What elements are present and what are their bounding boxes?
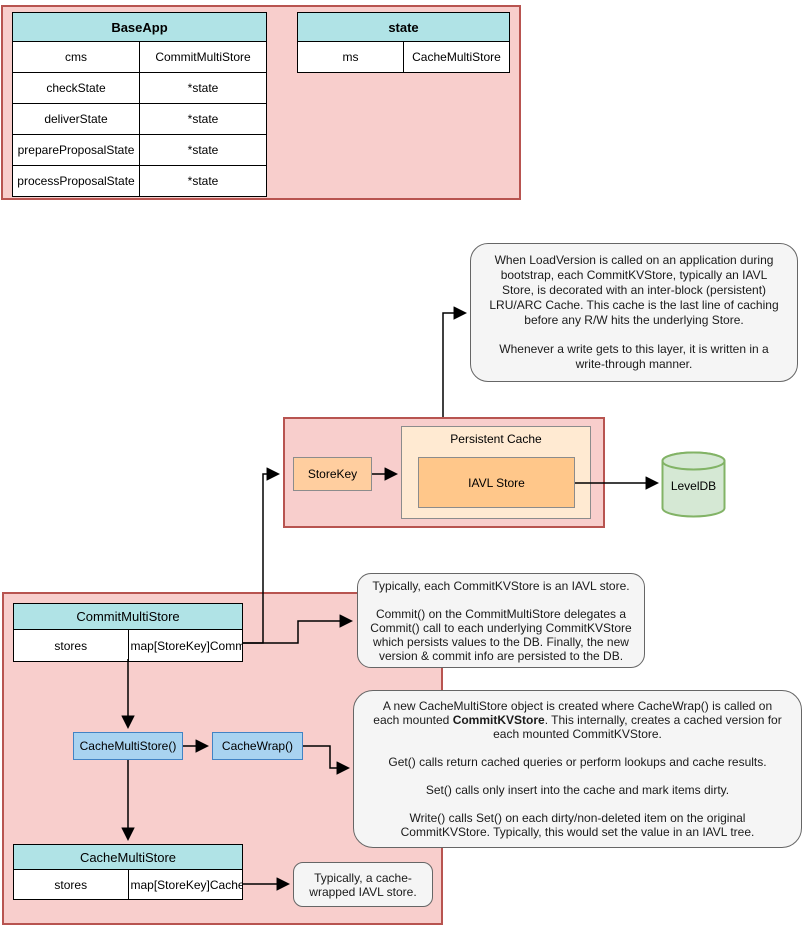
iavl-store-label: IAVL Store bbox=[468, 475, 525, 490]
field-name: stores bbox=[13, 629, 129, 662]
field-type: map[StoreKey]CacheWrap bbox=[127, 869, 243, 900]
storekey-node: StoreKey bbox=[293, 457, 372, 491]
storekey-label: StoreKey bbox=[307, 467, 358, 481]
table-row: deliverState *state bbox=[12, 103, 267, 135]
iavl-store-node: IAVL Store bbox=[418, 457, 575, 508]
callout-paragraph: A new CacheMultiStore object is created … bbox=[370, 699, 785, 741]
load-version-callout: When LoadVersion is called on an applica… bbox=[470, 243, 798, 382]
cachemultistore-fn-label: CacheMultiStore() bbox=[79, 739, 177, 753]
connector-cache-to-loadversion-callout bbox=[442, 306, 468, 417]
field-type: CommitMultiStore bbox=[139, 41, 267, 73]
baseapp-table: BaseApp cms CommitMultiStore checkState … bbox=[12, 12, 267, 197]
field-type: *state bbox=[139, 165, 267, 197]
cachewrap-fn-node: CacheWrap() bbox=[212, 732, 303, 760]
cachewrap-callout: A new CacheMultiStore object is created … bbox=[353, 690, 802, 848]
commitmultistore-table-title: CommitMultiStore bbox=[13, 603, 243, 630]
field-type: map[StoreKey]CommitKVStore bbox=[127, 629, 243, 662]
leveldb-node: LevelDB bbox=[661, 451, 726, 519]
callout-paragraph: Typically, each CommitKVStore is an IAVL… bbox=[372, 578, 630, 593]
field-name: stores bbox=[13, 869, 129, 900]
commitmultistore-table: CommitMultiStore stores map[StoreKey]Com… bbox=[13, 603, 243, 662]
callout-paragraph: Write() calls Set() on each dirty/non-de… bbox=[400, 811, 755, 839]
field-name: processProposalState bbox=[12, 165, 140, 197]
leveldb-label: LevelDB bbox=[670, 479, 717, 493]
table-row: ms CacheMultiStore bbox=[297, 41, 510, 73]
cachewrap-fn-label: CacheWrap() bbox=[221, 739, 294, 753]
field-name: deliverState bbox=[12, 103, 140, 135]
callout-paragraph: Commit() on the CommitMultiStore delegat… bbox=[370, 606, 632, 663]
callout-paragraph: When LoadVersion is called on an applica… bbox=[489, 253, 779, 327]
table-row: processProposalState *state bbox=[12, 165, 267, 197]
database-cylinder-icon bbox=[661, 451, 726, 518]
cachemultistore-table: CacheMultiStore stores map[StoreKey]Cach… bbox=[13, 844, 243, 900]
callout-paragraph: Whenever a write gets to this layer, it … bbox=[499, 342, 769, 371]
cachemultistore-table-title: CacheMultiStore bbox=[13, 844, 243, 870]
field-name: cms bbox=[12, 41, 140, 73]
table-row: cms CommitMultiStore bbox=[12, 41, 267, 73]
callout-paragraph: Set() calls only insert into the cache a… bbox=[425, 783, 730, 797]
cache-wrapped-callout: Typically, a cache-wrapped IAVL store. bbox=[293, 862, 433, 907]
cachemultistore-fn-node: CacheMultiStore() bbox=[73, 732, 183, 760]
field-name: checkState bbox=[12, 72, 140, 104]
table-row: stores map[StoreKey]CommitKVStore bbox=[13, 629, 243, 662]
callout-text: . This internally, creates a cached vers… bbox=[493, 713, 782, 741]
table-row: checkState *state bbox=[12, 72, 267, 104]
callout-text: A new CacheMultiStore object is created … bbox=[373, 699, 773, 727]
commit-callout: Typically, each CommitKVStore is an IAVL… bbox=[357, 573, 645, 668]
field-type: *state bbox=[139, 72, 267, 104]
state-table: state ms CacheMultiStore bbox=[297, 12, 510, 73]
baseapp-table-title: BaseApp bbox=[12, 12, 267, 42]
persistent-cache-label: Persistent Cache bbox=[450, 432, 542, 446]
callout-paragraph: Typically, a cache-wrapped IAVL store. bbox=[309, 870, 417, 899]
table-row: stores map[StoreKey]CacheWrap bbox=[13, 869, 243, 900]
field-name: prepareProposalState bbox=[12, 134, 140, 166]
field-type: CacheMultiStore bbox=[403, 41, 510, 73]
table-row: prepareProposalState *state bbox=[12, 134, 267, 166]
field-type: *state bbox=[139, 103, 267, 135]
callout-text-bold: CommitKVStore bbox=[452, 713, 545, 727]
field-type: *state bbox=[139, 134, 267, 166]
state-table-title: state bbox=[297, 12, 510, 42]
callout-paragraph: Get() calls return cached queries or per… bbox=[388, 755, 767, 769]
field-name: ms bbox=[297, 41, 404, 73]
